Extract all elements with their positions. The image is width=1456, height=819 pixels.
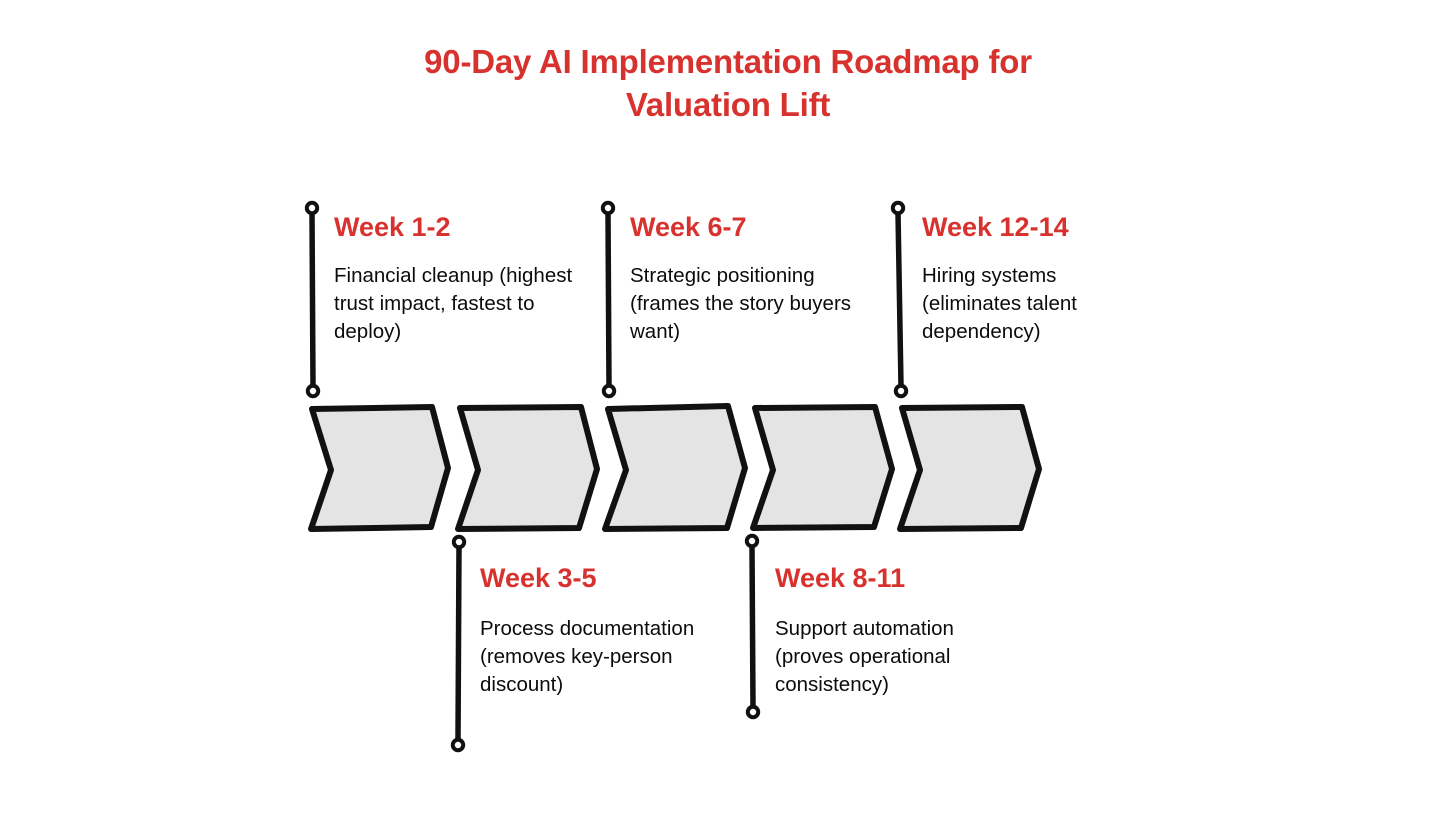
chevron-step-5 <box>897 404 1042 532</box>
connector-endpoint-bottom <box>305 383 321 399</box>
callout-week-12-14-heading: Week 12-14 <box>922 212 1069 242</box>
chevron-step-3 <box>602 403 748 532</box>
connector-endpoint-bottom <box>893 383 909 399</box>
connector-endpoint-bottom <box>450 737 466 753</box>
callout-week-3-5-body: Process documentation (removes key-perso… <box>480 617 695 696</box>
connector-week-12-14 <box>890 200 909 399</box>
callout-week-6-7-heading: Week 6-7 <box>630 212 747 242</box>
callout-week-8-11-body: Support automation (proves operational c… <box>775 617 954 696</box>
callout-week-1-2-body: Financial cleanup (highest trust impact,… <box>334 264 573 343</box>
connector-week-6-7 <box>600 200 617 399</box>
callout-week-8-11: Week 8-11 Support automation (proves ope… <box>775 563 1007 699</box>
callout-week-1-2-heading: Week 1-2 <box>334 212 451 242</box>
connector-endpoint-top <box>600 200 616 216</box>
page-title-line-2: Valuation Lift <box>625 86 831 123</box>
connector-week-8-11 <box>744 533 761 720</box>
chevron-step-2 <box>455 404 600 532</box>
connector-endpoint-top <box>890 200 906 216</box>
callout-week-12-14-body: Hiring systems (eliminates talent depend… <box>922 264 1077 343</box>
page-title-line-1: 90-Day AI Implementation Roadmap for <box>424 43 1032 80</box>
callout-week-1-2: Week 1-2 Financial cleanup (highest trus… <box>334 212 584 346</box>
callout-week-6-7-body: Strategic positioning (frames the story … <box>630 264 852 343</box>
connector-endpoint-bottom <box>601 383 617 399</box>
chevron-step-4 <box>750 404 895 531</box>
callout-week-6-7: Week 6-7 Strategic positioning (frames t… <box>630 212 865 346</box>
connector-week-3-5 <box>450 534 467 753</box>
connector-week-1-2 <box>304 200 321 399</box>
callout-week-3-5: Week 3-5 Process documentation (removes … <box>480 563 720 699</box>
page-title: 90-Day AI Implementation Roadmap for Val… <box>328 40 1128 126</box>
callout-week-8-11-heading: Week 8-11 <box>775 563 906 593</box>
connector-endpoint-top <box>304 200 320 216</box>
callout-week-12-14: Week 12-14 Hiring systems (eliminates ta… <box>922 212 1127 346</box>
chevron-process-row <box>308 403 1042 532</box>
connector-endpoint-bottom <box>745 704 761 720</box>
callout-week-3-5-heading: Week 3-5 <box>480 563 597 593</box>
chevron-step-1 <box>308 404 451 532</box>
